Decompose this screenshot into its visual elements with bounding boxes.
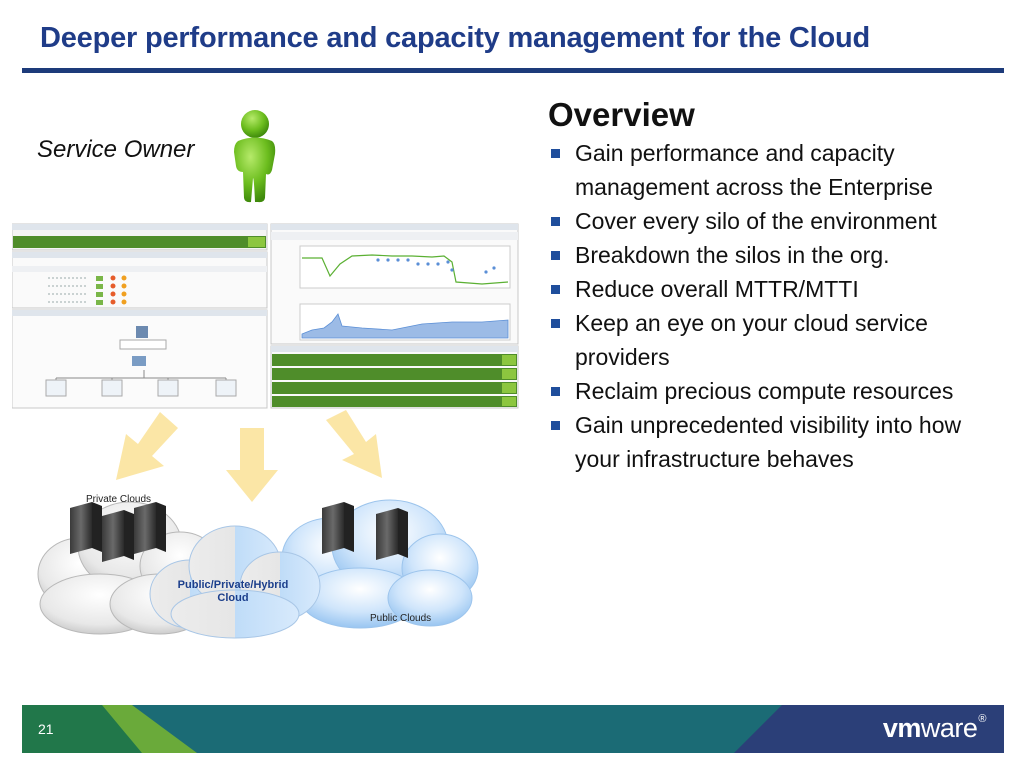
title-divider [22,68,1004,73]
bullet-text: Cover every silo of the environment [575,208,937,234]
bullet-text: Gain performance and capacity management… [575,140,933,200]
overview-heading: Overview [548,96,695,133]
slide-footer: 21 vmware® [22,705,1004,753]
list-item: Gain unprecedented visibility into how y… [548,408,1008,476]
square-bullet-icon [551,387,560,396]
bullet-text: Reduce overall MTTR/MTTI [575,276,859,302]
list-item: Breakdown the silos in the org. [548,238,1008,272]
list-item: Gain performance and capacity management… [548,136,1008,204]
public-clouds-label: Public Clouds [370,613,432,624]
private-clouds-label: Private Clouds [86,494,152,505]
page-number: 21 [38,721,54,737]
dashboard-screenshot [11,222,520,410]
list-item: Keep an eye on your cloud service provid… [548,306,1008,374]
down-arrow-right-icon [326,410,382,478]
vmware-logo: vmware® [882,713,987,743]
list-item: Reduce overall MTTR/MTTI [548,272,1008,306]
list-item: Cover every silo of the environment [548,204,1008,238]
person-icon [234,110,276,203]
bullet-text: Breakdown the silos in the org. [575,242,890,268]
service-owner-label: Service Owner [37,136,195,163]
bullet-text: Gain unprecedented visibility into how y… [575,412,962,472]
square-bullet-icon [551,149,560,158]
square-bullet-icon [551,285,560,294]
down-arrow-left-icon [116,412,178,480]
square-bullet-icon [551,251,560,260]
bullet-text: Keep an eye on your cloud service provid… [575,310,928,370]
square-bullet-icon [551,421,560,430]
down-arrow-center-icon [226,428,278,502]
overview-bullet-list: Gain performance and capacity management… [548,136,1008,476]
overview-section: Overview Gain performance and capacity m… [548,96,1008,476]
square-bullet-icon [551,217,560,226]
hybrid-cloud-label: Public/Private/Hybrid Cloud [177,579,289,604]
list-item: Reclaim precious compute resources [548,374,1008,408]
footer-band [22,705,1004,753]
slide-title: Deeper performance and capacity manageme… [40,22,871,54]
square-bullet-icon [551,319,560,328]
clouds-illustration [37,499,479,639]
bullet-text: Reclaim precious compute resources [575,378,954,404]
